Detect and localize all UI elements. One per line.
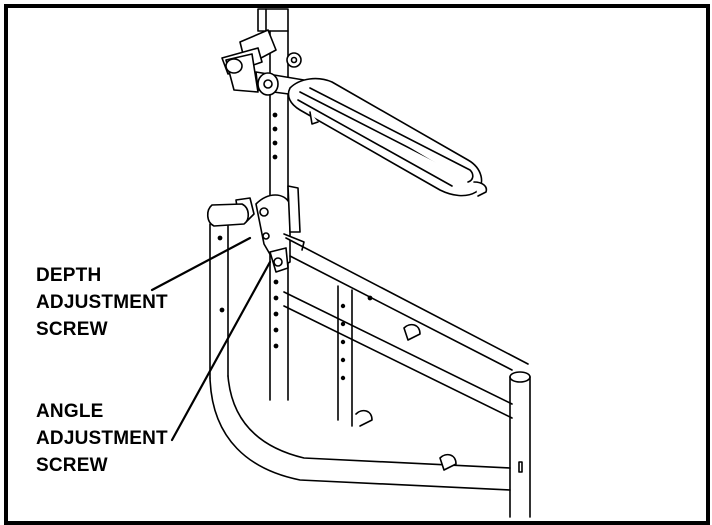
depth-screw-leader <box>150 236 252 292</box>
front-tube <box>206 203 511 491</box>
callout-leaders <box>150 236 272 442</box>
label-line: DEPTH <box>36 265 102 286</box>
rear-tube <box>509 371 531 518</box>
label-line: ANGLE <box>36 401 104 422</box>
depth-adjustment-screw-label: DEPTH ADJUSTMENT SCREW <box>36 262 168 343</box>
upper-clamp <box>221 29 305 97</box>
label-line: SCREW <box>36 319 108 340</box>
diagram-frame <box>4 4 710 525</box>
label-line: SCREW <box>36 455 108 476</box>
post-holes <box>273 279 279 349</box>
center-bar <box>337 285 373 427</box>
angle-screw-leader <box>170 260 272 442</box>
armrest-pad <box>287 77 488 197</box>
label-line: ADJUSTMENT <box>36 292 168 313</box>
side-rails <box>283 237 529 419</box>
angle-adjustment-screw-label: ANGLE ADJUSTMENT SCREW <box>36 398 168 479</box>
bracket-tabs <box>403 323 457 471</box>
label-line: ADJUSTMENT <box>36 428 168 449</box>
